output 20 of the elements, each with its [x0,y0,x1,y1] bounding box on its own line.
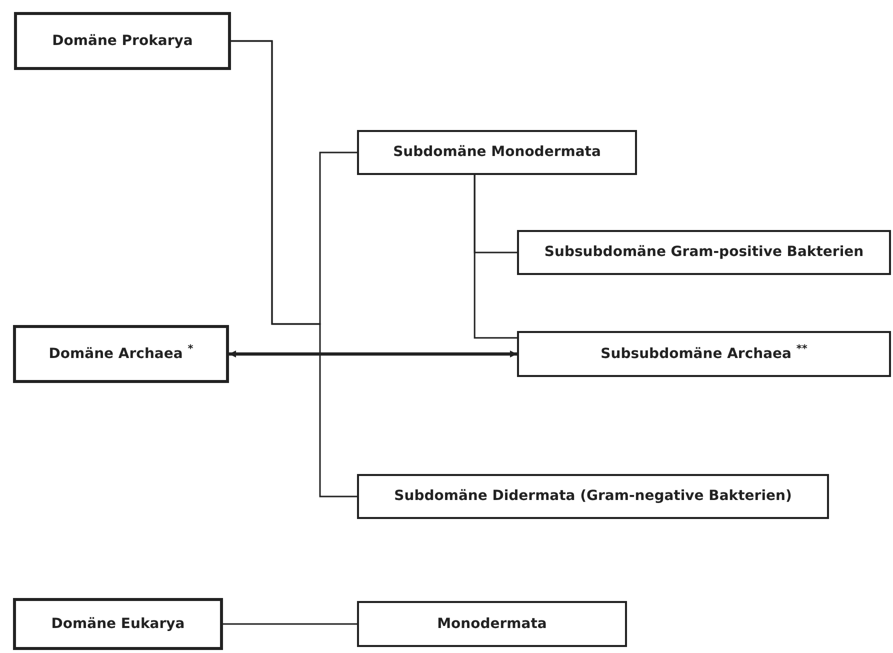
taxon-label: Domäne Archaea $^{*}$ [48,344,194,364]
taxon-label: Domäne Eukarya [51,614,185,634]
taxon-label: Subsubdomäne Gram-positive Bakterien [544,243,864,262]
connector-line [223,623,357,625]
taxon-label: Subsubdomäne Archaea $^{**}$ [600,344,808,364]
arrow [229,350,517,358]
taxon-box [357,601,627,647]
taxon-box [517,331,891,377]
taxon-box [357,130,637,175]
taxon-box [517,230,891,275]
connector-line [474,175,517,339]
domain-box [13,598,223,650]
domain-box [14,12,231,70]
connector-line [231,40,357,498]
taxon-label: Domäne Prokarya [52,32,193,50]
taxon-box [357,474,829,519]
taxon-label: Monodermata [437,614,547,634]
taxon-label: Subdomäne Monodermata [393,143,601,162]
taxon-label: Subdomäne Didermata (Gram-negative Bakterien) [394,487,792,506]
domain-box [13,325,229,383]
